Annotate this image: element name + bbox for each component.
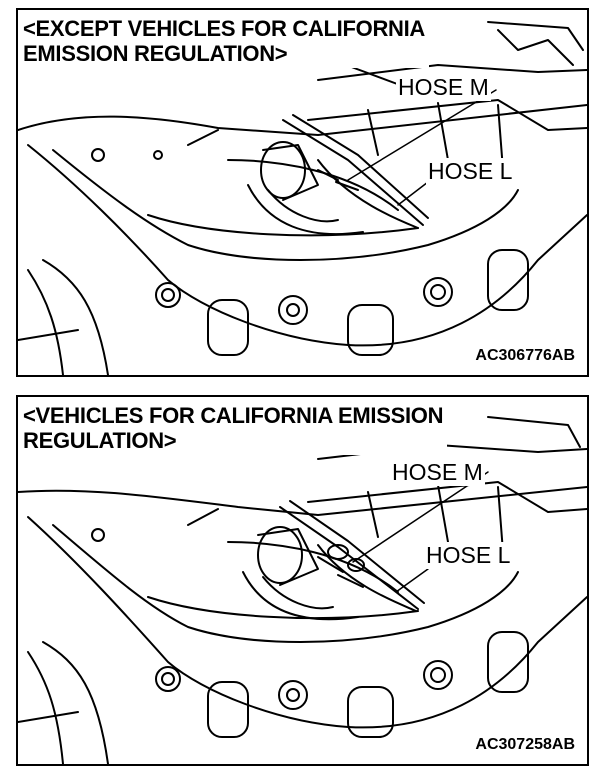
figure-code: AC307258AB xyxy=(475,736,575,753)
figure-heading: <EXCEPT VEHICLES FOR CALIFORNIA EMISSION… xyxy=(23,16,430,68)
hose-l-callout: HOSE L xyxy=(424,542,513,569)
figure-panel-california: <VEHICLES FOR CALIFORNIA EMISSION REGULA… xyxy=(16,395,589,766)
hose-m-callout: HOSE M xyxy=(396,74,491,101)
figure-panel-except-california: <EXCEPT VEHICLES FOR CALIFORNIA EMISSION… xyxy=(16,8,589,377)
fuel-tank-hose-illustration xyxy=(18,21,587,375)
figure-code: AC306776AB xyxy=(475,347,575,364)
fuel-tank-hose-illustration xyxy=(18,416,587,764)
figure-heading: <VEHICLES FOR CALIFORNIA EMISSION REGULA… xyxy=(23,403,448,455)
hose-m-callout: HOSE M xyxy=(390,459,485,486)
hose-l-callout: HOSE L xyxy=(426,158,515,185)
